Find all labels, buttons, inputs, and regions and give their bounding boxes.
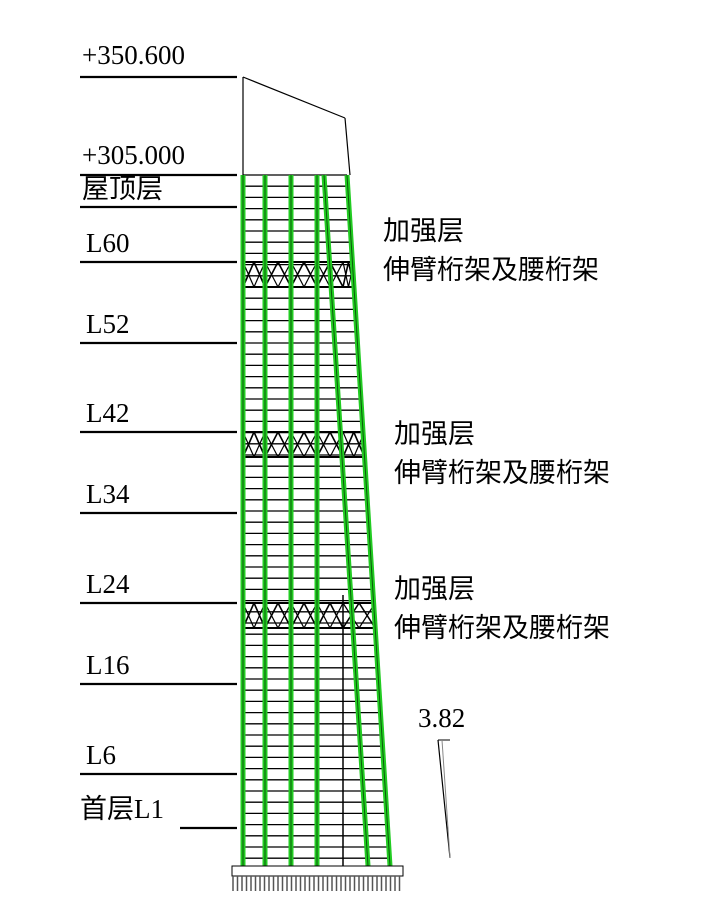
outrigger-brace — [342, 431, 355, 458]
level-label-roof-elevation: +305.000 — [82, 140, 185, 170]
level-label-l52: L52 — [86, 309, 130, 339]
level-label-l42: L42 — [86, 398, 130, 428]
column-centerline — [323, 174, 369, 867]
drift-angle-mark — [437, 739, 451, 859]
note-detail: 伸臂桁架及腰桁架 — [383, 255, 599, 286]
crown-outline — [344, 117, 351, 176]
level-label-l16: L16 — [86, 650, 130, 680]
outrigger-brace — [342, 261, 350, 288]
note-title: 加强层 — [383, 216, 464, 246]
outrigger-brace — [329, 602, 344, 629]
foundation-raft — [231, 865, 404, 877]
level-label-l60: L60 — [86, 228, 130, 258]
column-centerline — [346, 174, 391, 867]
level-label-top-elevation: +350.600 — [82, 40, 185, 70]
level-label-l6: L6 — [86, 740, 116, 770]
strengthened-story-note-middle: 加强层 伸臂桁架及腰桁架 — [394, 415, 610, 493]
strengthened-story-note-lower: 加强层 伸臂桁架及腰桁架 — [394, 570, 610, 648]
note-title: 加强层 — [394, 419, 475, 449]
note-detail: 伸臂桁架及腰桁架 — [394, 458, 610, 489]
drift-angle-mark — [441, 739, 451, 859]
note-title: 加强层 — [394, 574, 475, 604]
level-label-l1: 首层L1 — [80, 794, 164, 824]
strengthened-story-note-upper: 加强层 伸臂桁架及腰桁架 — [383, 212, 599, 290]
level-label-roof: 屋顶层 — [82, 174, 163, 204]
crown-outline — [242, 76, 346, 119]
level-label-l24: L24 — [86, 569, 130, 599]
note-detail: 伸臂桁架及腰桁架 — [394, 613, 610, 644]
level-label-l34: L34 — [86, 479, 130, 509]
drift-angle-label: 3.82 — [418, 703, 466, 733]
